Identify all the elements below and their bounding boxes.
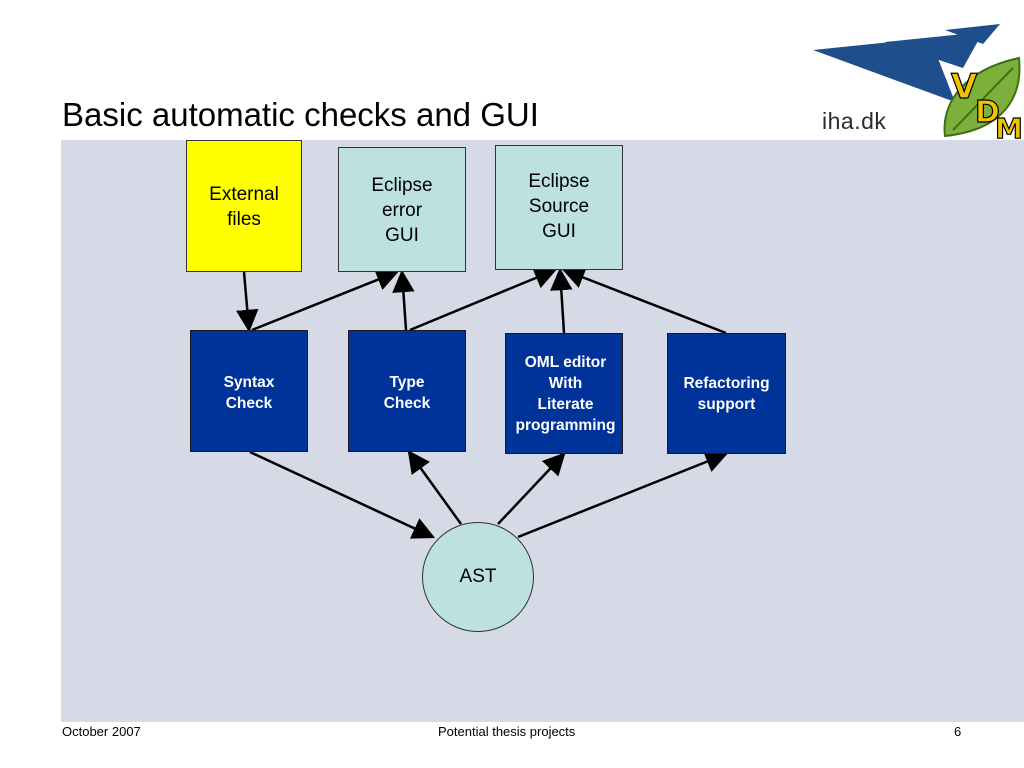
syntax-check-box: Syntax Check <box>190 330 308 452</box>
logo-text: iha.dk <box>822 108 887 134</box>
slide-title: Basic automatic checks and GUI <box>62 96 539 133</box>
eclipse-error-gui-box: Eclipse error GUI <box>338 147 466 272</box>
external-files-label: External files <box>209 184 279 230</box>
refactoring-support-box: Refactoring support <box>667 333 786 454</box>
eclipse-source-gui-box: Eclipse Source GUI <box>495 145 623 270</box>
iha-logo-icon: V D M <box>813 24 1023 140</box>
type-check-label: Type Check <box>383 374 431 412</box>
external-files-box: External files <box>186 140 302 272</box>
footer-center: Potential thesis projects <box>438 724 576 739</box>
syntax-check-label: Syntax Check <box>223 374 275 412</box>
svg-text:M: M <box>995 112 1023 140</box>
type-check-box: Type Check <box>348 330 466 452</box>
arrow-oml-to-source-gui <box>550 267 573 334</box>
arrow-type-to-error-gui <box>392 269 415 331</box>
svg-text:V: V <box>951 67 978 107</box>
footer-page-number: 6 <box>954 724 962 739</box>
refactoring-support-label: Refactoring support <box>683 375 770 413</box>
arrow-external-to-syntax <box>236 271 259 333</box>
arrow-refactoring-to-source-gui <box>561 266 727 335</box>
arrow-syntax-to-error-gui <box>251 269 400 332</box>
arrow-ast-to-type <box>407 450 463 525</box>
ast-label: AST <box>459 566 497 587</box>
svg-text:D: D <box>975 95 1000 130</box>
eclipse-source-gui-label: Eclipse Source GUI <box>528 171 590 242</box>
ast-node: AST <box>422 522 534 632</box>
arrow-ast-to-refactoring <box>517 451 729 539</box>
oml-editor-label: OML editor With Literate programming <box>515 354 616 434</box>
arrow-type-to-source-gui <box>409 267 558 332</box>
footer-date: October 2007 <box>62 724 141 739</box>
eclipse-error-gui-label: Eclipse error GUI <box>371 175 433 246</box>
arrow-syntax-to-ast <box>249 450 436 539</box>
oml-editor-box: OML editor With Literate programming <box>505 333 623 454</box>
arrow-ast-to-oml <box>497 452 566 525</box>
vdm-leaf-logo-icon: V D M <box>943 56 1023 140</box>
